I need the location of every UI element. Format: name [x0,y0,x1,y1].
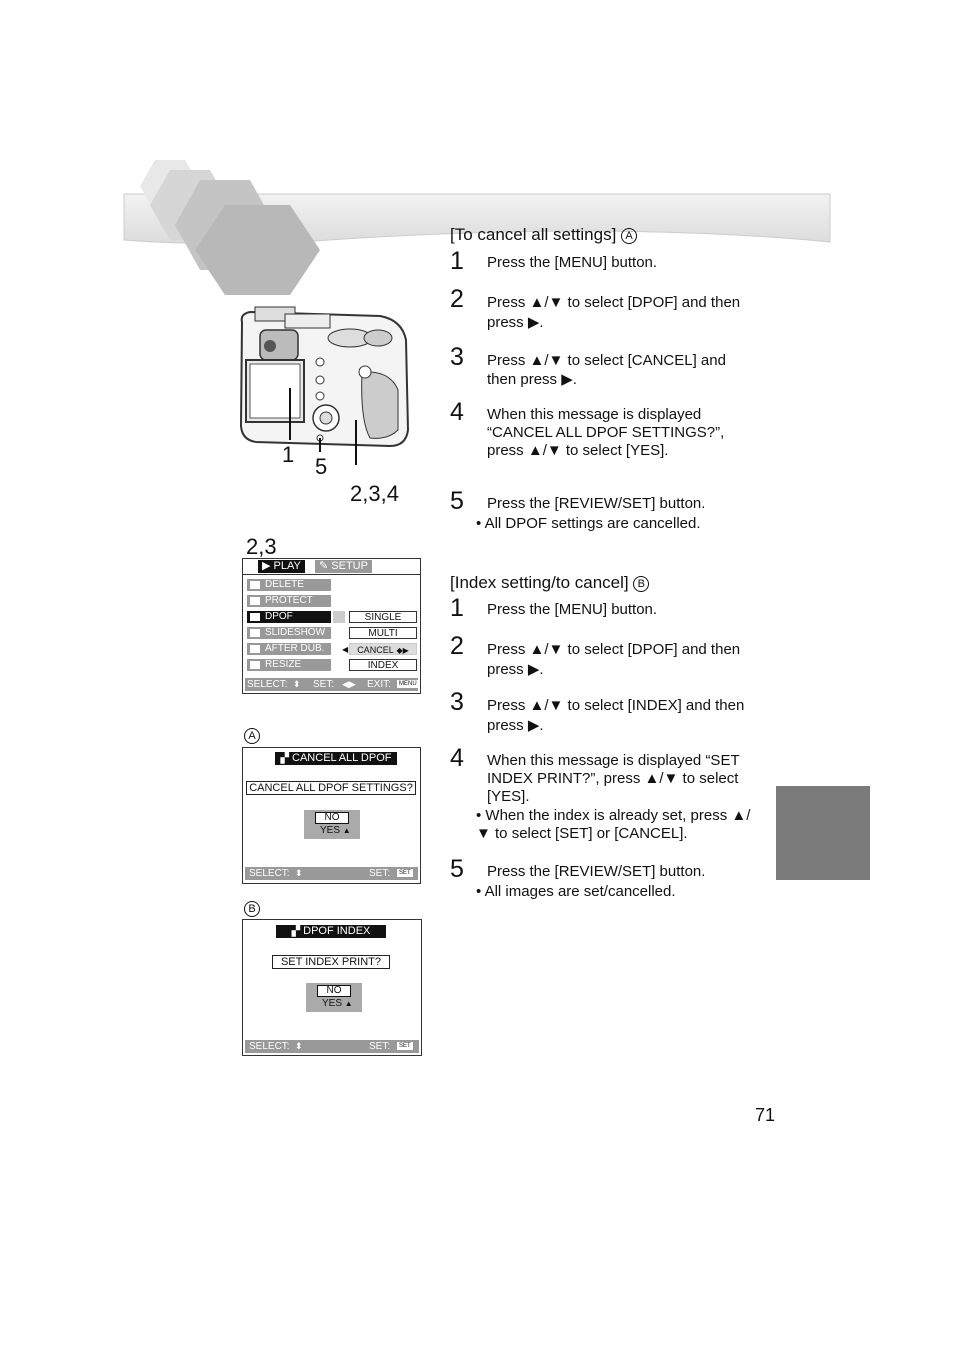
up-arrow-icon: ▲ [344,999,353,1008]
camera-label-1: 1 [282,442,295,467]
tab-play: ▶ PLAY [258,560,305,573]
microphone-icon [250,645,260,653]
marker-a: A [621,228,638,244]
menu-screen: ▶ PLAY ✎ SETUP DELETE PROTECT DPOF SLIDE… [242,558,421,694]
screen-b-header: ▞ DPOF INDEX [276,925,386,938]
print-icon [250,613,260,621]
menu-item-protect: PROTECT [247,595,331,607]
step-number: 5 [450,487,464,515]
step-number: 4 [450,744,464,772]
sub-item-multi: MULTI [349,627,417,639]
menu-screen-label: 2,3 [246,534,277,559]
screen-b-message: SET INDEX PRINT? [272,955,390,969]
step-number: 3 [450,688,464,716]
step-text: Press ▲/▼ to select [CANCEL] and then pr… [487,352,726,388]
step-text: Press the [MENU] button. [487,601,658,618]
set-key-icon: SET [397,869,413,877]
step-number: 1 [450,594,464,622]
menu-item-delete: DELETE [247,579,331,591]
play-icon: ▶ [262,560,274,572]
sub-item-single: SINGLE [349,611,417,623]
page-number: 71 [755,1105,776,1125]
option-yes: YES ▲ [320,825,351,836]
up-arrow-icon: ▲ [342,826,351,835]
screen-b-footer: SELECT: ⬍ SET: SET [245,1040,419,1053]
camera-illustration [239,306,410,465]
up-down-arrow-icon: ⬍ [293,679,301,689]
menu-key-icon: MENU [397,680,419,688]
step-number: 2 [450,632,464,660]
menu-item-resize: RESIZE [247,659,331,671]
up-down-arrow-icon: ◆▶ [396,646,409,655]
step-text: When this message is displayed “SET INDE… [487,752,740,805]
step-number: 4 [450,398,464,426]
step-number: 2 [450,285,464,313]
screen-b-choices: NO YES ▲ [306,983,362,1012]
print-icon: ▞ [280,752,293,764]
step-text: Press the [MENU] button. [487,254,658,271]
sub-item-cancel: ◀ CANCEL ◆▶ [342,643,417,655]
screen-a-header: ▞ CANCEL ALL DPOF [275,752,397,765]
left-right-arrow-icon: ◀▶ [342,679,356,689]
note: • When the index is already set, press ▲… [476,807,751,842]
step-number: 3 [450,343,464,371]
marker-b: B [633,576,650,592]
hexagon-shape [195,205,320,295]
wrench-icon: ✎ [319,560,332,572]
screen-b-marker: B [244,900,260,918]
header-band [123,160,831,295]
key-icon [250,597,260,605]
option-no: NO [317,985,351,997]
step-text: Press the [REVIEW/SET] button. [487,863,706,880]
step-text: When this message is displayed “CANCEL A… [487,406,725,459]
note: • All DPOF settings are cancelled. [476,515,701,532]
section-a-title: [To cancel all settings] A [450,225,638,245]
section-b-title: [Index setting/to cancel] B [450,573,650,593]
screen-a-choices: NO YES ▲ [304,810,360,839]
set-key-icon: SET [397,1042,413,1050]
step-text: Press the [REVIEW/SET] button. [487,495,706,512]
screen-a-message: CANCEL ALL DPOF SETTINGS? [246,781,416,795]
screen-a-footer: SELECT: ⬍ SET: SET [245,867,418,880]
resize-icon [250,661,260,669]
chapter-tab [776,786,870,880]
up-down-arrow-icon: ⬍ [295,868,303,878]
step-text: Press ▲/▼ to select [DPOF] and then pres… [487,294,741,331]
trash-icon [250,581,260,589]
sub-item-index: INDEX [349,659,417,671]
step-number: 1 [450,247,464,275]
option-yes: YES ▲ [322,998,353,1009]
up-down-arrow-icon: ⬍ [295,1041,303,1051]
step-text: Press ▲/▼ to select [INDEX] and then pre… [487,697,745,734]
step-text: Press ▲/▼ to select [DPOF] and then pres… [487,641,741,678]
menu-item-after-dub: AFTER DUB. [247,643,331,655]
menu-item-slideshow: SLIDESHOW [247,627,331,639]
step-number: 5 [450,855,464,883]
camera-label-5: 5 [315,454,328,479]
option-no: NO [315,812,349,824]
left-arrow-icon: ◀ [342,645,349,654]
screen-a: ▞ CANCEL ALL DPOF CANCEL ALL DPOF SETTIN… [242,747,421,884]
slideshow-icon [250,629,260,637]
tab-setup: ✎ SETUP [315,560,372,573]
menu-item-dpof: DPOF [247,611,331,623]
note: • All images are set/cancelled. [476,883,676,900]
menu-screen-footer: SELECT: ⬍ SET: ◀▶ EXIT: MENU [245,678,419,691]
camera-label-234: 2,3,4 [350,481,399,506]
screen-b: ▞ DPOF INDEX SET INDEX PRINT? NO YES ▲ S… [242,919,422,1056]
print-icon: ▞ [291,925,304,937]
screen-a-marker: A [244,727,260,745]
